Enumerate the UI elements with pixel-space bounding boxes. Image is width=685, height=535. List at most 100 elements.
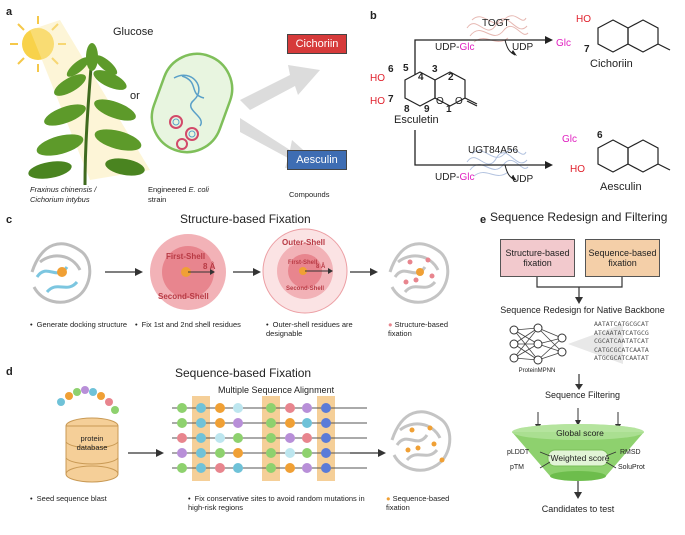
glc-top: Glc [459, 42, 475, 53]
c-bullet-2: Fix 1st and 2nd shell residues [135, 320, 245, 329]
esculetin-label: Esculetin [394, 114, 439, 126]
global-score-label: Global score [556, 428, 604, 438]
seq-line: ATGCGCATCAATAT [594, 354, 649, 362]
second-shell-label-2: Second-Shell [286, 286, 325, 292]
mpnn-label: ProteinMPNN [518, 368, 556, 374]
msa-grid [172, 396, 367, 481]
soluprot-label: SoluProt [618, 464, 645, 471]
cich-ho: HO [576, 14, 591, 25]
redesign-arrow [575, 374, 583, 390]
or-label: or [130, 90, 140, 102]
esc-num-9: 9 [424, 104, 430, 115]
esc-num-2: 2 [448, 72, 454, 83]
shell-diagram-2 [262, 228, 348, 314]
outer-shell-label: Outer-Shell [282, 238, 326, 247]
candidates-label: Candidates to test [541, 504, 615, 514]
redesign-label: Sequence Redesign for Native Backbone [500, 305, 665, 315]
aesc-num-6: 6 [597, 130, 603, 141]
esc-num-1: 1 [446, 104, 452, 115]
filter-funnel [512, 408, 644, 499]
seq-line: ATCAATATCATGCG [594, 328, 649, 337]
udp-glc-bottom: UDP-Glc [435, 172, 474, 183]
db-label-2: database [76, 443, 108, 452]
sequence-fan [568, 324, 623, 364]
shell-diagram-1 [150, 234, 226, 310]
rmsd-label: RMSD [620, 449, 641, 456]
cichoriin-product-label: Cichoriin [590, 58, 633, 70]
esc-o-ring: O [436, 96, 444, 107]
first-shell-label: First-Shell [166, 252, 206, 261]
sequence-fixed-protein-icon [390, 410, 452, 472]
esc-num-4: 4 [418, 72, 424, 83]
d-bullet-3-text: Sequence-based fixation [386, 494, 450, 512]
sequence-bead-icon [57, 386, 119, 414]
aesculin-structure [597, 139, 671, 173]
udp-prefix-top: UDP- [435, 42, 460, 53]
panel-c-title: Structure-based Fixation [180, 212, 311, 226]
cichoriin-box: Cichoriin [287, 34, 347, 54]
esc-num-8: 8 [404, 104, 410, 115]
c-bullet-3: Outer-shell residues are designable [266, 320, 381, 338]
cichoriin-structure [597, 19, 671, 53]
first-shell-label-2: First-Shell [288, 260, 318, 266]
d-bullet-2: Fix conservative sites to avoid random m… [188, 494, 373, 512]
ecoli-label-italic: E. coli [188, 185, 209, 194]
fixed-protein-icon [388, 242, 450, 304]
seq-lines: AATATCATGCGCAT ATCAATATCATGCG CGCATCAATA… [594, 320, 649, 363]
panel-e-title: Sequence Redesign and Filtering [490, 210, 668, 224]
sun-icon [10, 16, 66, 72]
d-bullet-3: ● Sequence-based fixation [386, 494, 471, 512]
togt-label: TOGT [482, 18, 510, 29]
esc-ho-bottom: HO [370, 96, 385, 107]
db-label-1: protein [80, 434, 104, 443]
panel-a-letter: a [6, 6, 13, 18]
weighted-score-label: Weighted score [550, 453, 610, 463]
d-bullet-1: Seed sequence blast [30, 494, 140, 503]
reaction-arrows [414, 36, 553, 181]
panel-d-arrow-1 [128, 449, 164, 457]
cich-num-7: 7 [584, 44, 590, 55]
udp-bottom: UDP [512, 174, 534, 185]
panel-d-arrow-2 [350, 449, 386, 457]
ecoli-cell-icon [150, 52, 234, 154]
msa-title: Multiple Sequence Alignment [218, 385, 335, 395]
plant-illustration [28, 43, 145, 186]
udp-top: UDP [512, 42, 534, 53]
pink-dot-icon: ● [388, 320, 393, 329]
c-bullet-4-text: Structure-based fixation [388, 320, 448, 338]
plant-label-2: Cichorium intybus [30, 195, 90, 204]
esc-o-carbonyl: O [455, 96, 463, 107]
database-icon [65, 417, 119, 483]
aesc-glc: Glc [562, 134, 577, 145]
neural-network-icon [509, 323, 567, 365]
esc-num-6: 6 [388, 64, 394, 75]
panel-c-letter: c [6, 214, 13, 226]
plant-label-1: Fraxinus chinensis / [30, 185, 97, 194]
plddt-label: pLDDT [507, 449, 530, 456]
aesculin-product-label: Aesculin [600, 181, 642, 193]
esc-num-3: 3 [432, 64, 438, 75]
aesc-ho: HO [570, 164, 585, 175]
esculetin-structure [404, 71, 478, 107]
seq-line: CATGCGCATCAATA [594, 345, 649, 354]
cich-glc: Glc [556, 38, 571, 49]
ecoli-label-1: Engineered E. coli [148, 185, 209, 194]
panel-e-connector [536, 277, 623, 304]
sequence-fixation-box: Sequence-based fixation [585, 239, 660, 277]
seq-line: CGCATCAATATCAT [594, 337, 649, 345]
aesculin-box: Aesculin [287, 150, 347, 170]
dist-label-1: 8 Å [203, 262, 216, 271]
glc-bottom: Glc [459, 172, 475, 183]
glucose-label: Glucose [113, 26, 154, 38]
orange-dot-icon: ● [386, 494, 391, 503]
seq-line: AATATCATGCGCAT [594, 320, 649, 328]
production-arrows [240, 65, 320, 168]
panel-b-letter: b [370, 10, 377, 22]
compounds-label: Compounds [289, 190, 330, 199]
esc-num-5: 5 [403, 63, 409, 74]
udp-glc-top: UDP-Glc [435, 42, 474, 53]
ecoli-label-word: Engineered [148, 185, 187, 194]
esc-num-7: 7 [388, 94, 394, 105]
panel-c-arrows [105, 268, 378, 276]
panel-d-letter: d [6, 366, 13, 378]
